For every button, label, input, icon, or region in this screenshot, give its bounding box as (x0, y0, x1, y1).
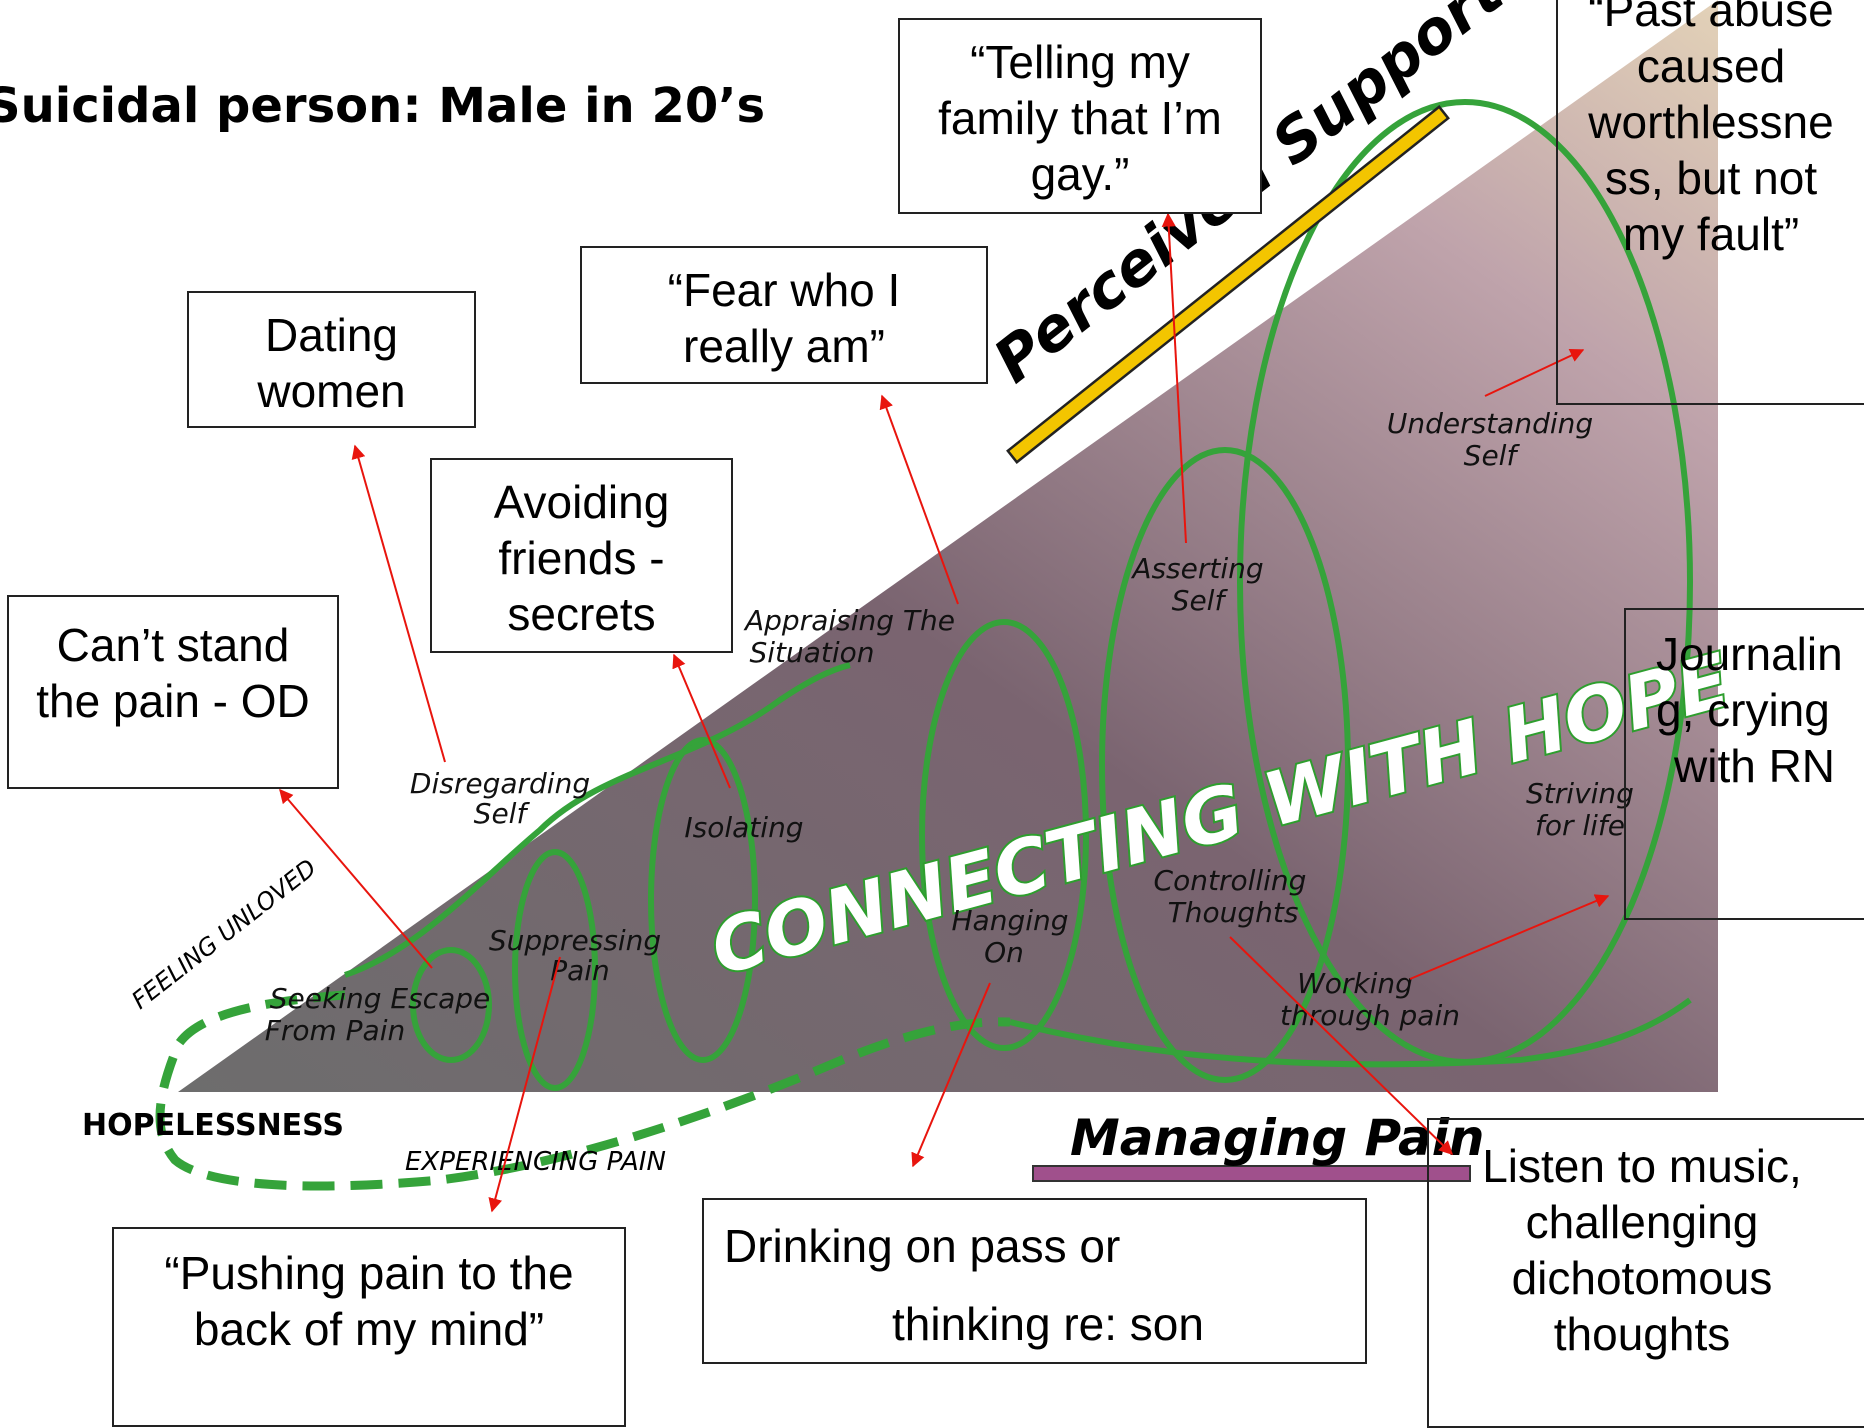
note-cant-stand-line1: Can’t stand (56, 619, 290, 671)
note-listen-line1: Listen to music, (1482, 1140, 1802, 1192)
note-dating-line2: women (257, 365, 406, 418)
stage-appraising-line2: Situation (749, 636, 874, 669)
note-journaling: Journalin g, crying with RN (1624, 608, 1864, 920)
stage-working-line2: through pain (1280, 999, 1460, 1032)
note-fear-line2: really am” (683, 320, 885, 373)
stage-working-line1: Working (1297, 967, 1413, 1000)
note-journaling-line2: g, crying (1656, 684, 1830, 737)
note-avoiding-line1: Avoiding (493, 476, 670, 528)
stage-controlling-line2: Thoughts (1168, 896, 1299, 929)
note-past-abuse-line3: worthlessne (1588, 96, 1834, 149)
arrow-fear (879, 394, 959, 605)
page-title: Suicidal person: Male in 20’s (0, 78, 766, 134)
note-past-abuse: “Past abuse caused worthlessne ss, but n… (1556, 0, 1864, 405)
note-past-abuse-line2: caused (1636, 40, 1786, 93)
note-past-abuse-line5: my fault” (1622, 208, 1800, 261)
note-telling: “Telling my family that I’m gay.” (898, 18, 1262, 214)
stage-understanding-line2: Self (1464, 439, 1521, 472)
note-pushing-line2: back of my mind” (193, 1303, 545, 1356)
note-pushing: “Pushing pain to the back of my mind” (112, 1227, 626, 1427)
stage-hanging-on-line1: Hanging (951, 904, 1068, 937)
annotation-arrows (279, 212, 1610, 1213)
note-drinking-line1: Drinking on pass or (724, 1220, 1121, 1272)
model-triangle (178, 0, 1718, 1092)
stage-seeking-escape-line2: From Pain (265, 1014, 406, 1047)
stage-appraising-line1: Appraising The (743, 604, 955, 637)
note-telling-line1: “Telling my (970, 36, 1190, 88)
note-drinking-line2: thinking re: son (892, 1298, 1204, 1351)
arrow-pushing (488, 956, 561, 1213)
stage-striving-line2: for life (1535, 809, 1625, 842)
arrow-past-abuse (1484, 349, 1585, 397)
note-past-abuse-line4: ss, but not (1604, 152, 1818, 205)
note-avoiding-line2: friends - (498, 532, 665, 585)
note-fear-line1: “Fear who I (667, 264, 901, 316)
note-past-abuse-line1: “Past abuse (1588, 0, 1834, 36)
note-cant-stand-line2: the pain - OD (36, 675, 310, 728)
experiencing-pain-label: EXPERIENCING PAIN (405, 1147, 666, 1177)
arrow-telling (1161, 212, 1187, 544)
note-telling-line2: family that I’m (938, 92, 1222, 145)
stage-disregarding-line2: Self (474, 797, 531, 830)
note-dating: Dating women (187, 291, 476, 428)
hopelessness-loop (155, 990, 1011, 1191)
arrow-listen (1229, 936, 1454, 1155)
note-telling-line3: gay.” (1030, 148, 1130, 201)
note-journaling-line3: with RN (1674, 740, 1836, 793)
managing-pain-bar (1032, 1165, 1471, 1182)
stage-isolating: Isolating (684, 811, 803, 844)
stage-labels: Seeking Escape From Pain Suppressing Pai… (265, 407, 1634, 1047)
arrow-drinking (911, 982, 991, 1168)
note-listen: Listen to music, challenging dichotomous… (1427, 1118, 1864, 1428)
arrow-journaling (1409, 894, 1610, 980)
note-drinking: Drinking on pass or thinking re: son (702, 1198, 1367, 1364)
arrow-dating (351, 444, 446, 763)
note-listen-line4: thoughts (1553, 1308, 1731, 1361)
note-listen-line2: challenging (1525, 1196, 1759, 1249)
stage-understanding-line1: Understanding (1387, 407, 1593, 440)
stage-striving-line1: Striving (1526, 777, 1634, 810)
stage-asserting-line2: Self (1172, 584, 1229, 617)
stage-asserting-line1: Asserting (1130, 552, 1263, 585)
note-fear: “Fear who I really am” (580, 246, 988, 384)
stage-hanging-on-line2: On (984, 936, 1024, 969)
stage-disregarding-line1: Disregarding (410, 767, 590, 800)
stage-suppressing-line1: Suppressing (489, 924, 661, 957)
spiral-ovals (344, 99, 1693, 1091)
stage-controlling-line1: Controlling (1154, 864, 1307, 897)
note-dating-line1: Dating (265, 309, 398, 361)
perceived-support-bar (1009, 108, 1447, 461)
note-journaling-line1: Journalin (1656, 628, 1843, 680)
note-listen-line3: dichotomous (1511, 1252, 1773, 1305)
stage-seeking-escape-line1: Seeking Escape (270, 982, 490, 1015)
hopelessness-label: HOPELESSNESS (82, 1108, 344, 1143)
arrow-avoiding (672, 653, 731, 789)
note-avoiding-line3: secrets (507, 588, 656, 641)
managing-pain-label: Managing Pain (1070, 1109, 1484, 1167)
note-pushing-line1: “Pushing pain to the (164, 1247, 574, 1299)
note-avoiding: Avoiding friends - secrets (430, 458, 733, 653)
note-cant-stand: Can’t stand the pain - OD (7, 595, 339, 789)
arrow-cant-stand (279, 788, 433, 969)
